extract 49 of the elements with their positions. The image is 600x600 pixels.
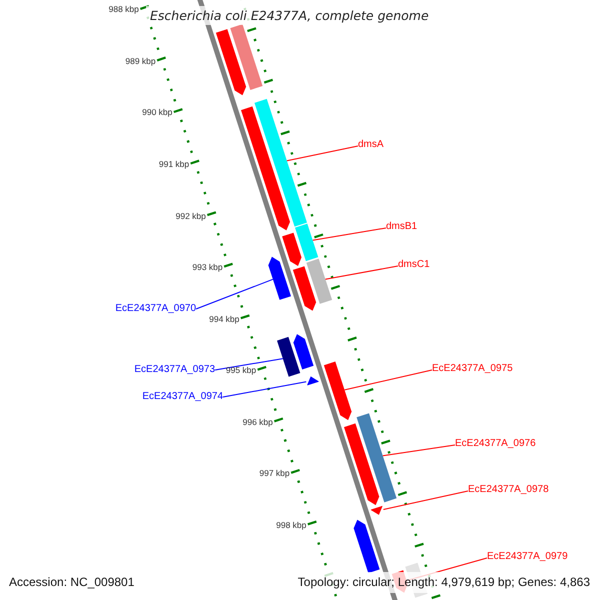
gene-label: EcE24377A_0979: [487, 551, 568, 563]
gene-label: EcE24377A_0978: [468, 484, 549, 496]
leader-line: [196, 278, 274, 310]
tick-label: 994 kbp: [209, 314, 240, 324]
gene-feature: [241, 106, 290, 230]
tick-label: 988 kbp: [108, 4, 139, 14]
gene-label: dmsC1: [398, 259, 430, 271]
accession-text: Accession: NC_009801: [9, 575, 134, 589]
gene-feature: [354, 520, 380, 574]
gene-feature: [344, 423, 380, 506]
gene-feature: [356, 413, 397, 502]
tick-label: 997 kbp: [259, 468, 290, 478]
leader-line: [344, 370, 432, 390]
gene-label: dmsB1: [386, 221, 418, 233]
gene-feature: [306, 258, 332, 304]
gene-feature: [254, 98, 307, 227]
leader-line: [214, 358, 284, 370]
tick-label: 992 kbp: [176, 210, 206, 221]
gene-feature: [230, 24, 263, 90]
tick-label: 990 kbp: [142, 107, 172, 118]
tick-label: 996 kbp: [242, 416, 273, 427]
leader-line: [324, 266, 398, 280]
leader-line: [222, 381, 307, 398]
gene-label: dmsA: [358, 139, 384, 151]
gene-feature: [295, 224, 318, 262]
leader-line: [312, 228, 386, 241]
tick-label: 993 kbp: [192, 262, 223, 272]
gene-feature: [282, 232, 302, 266]
gene-label: EcE24377A_0974: [142, 391, 223, 403]
gene-feature: [277, 336, 300, 377]
gene-feature: [216, 29, 246, 96]
gene-label: EcE24377A_0975: [432, 363, 513, 375]
gene-feature: [292, 266, 316, 311]
gene-label: EcE24377A_0970: [115, 303, 196, 315]
leader-line: [286, 146, 358, 162]
gene-feature: [268, 256, 291, 300]
leader-line: [382, 490, 468, 510]
gene-label: EcE24377A_0976: [455, 438, 536, 450]
genome-stats-text: Topology: circular; Length: 4,979,619 bp; Genes: 4,863: [298, 575, 590, 589]
tick-label: 995 kbp: [226, 365, 256, 376]
gene-feature: [370, 506, 382, 515]
tick-label: 991 kbp: [158, 158, 190, 169]
gene-label: EcE24377A_0973: [134, 364, 215, 376]
tick-label: 989 kbp: [125, 56, 156, 66]
gene-feature: [307, 376, 319, 386]
leader-line: [382, 444, 456, 456]
gene-feature: [293, 334, 314, 370]
gene-feature: [324, 362, 352, 420]
tick-label: 998 kbp: [276, 520, 306, 530]
